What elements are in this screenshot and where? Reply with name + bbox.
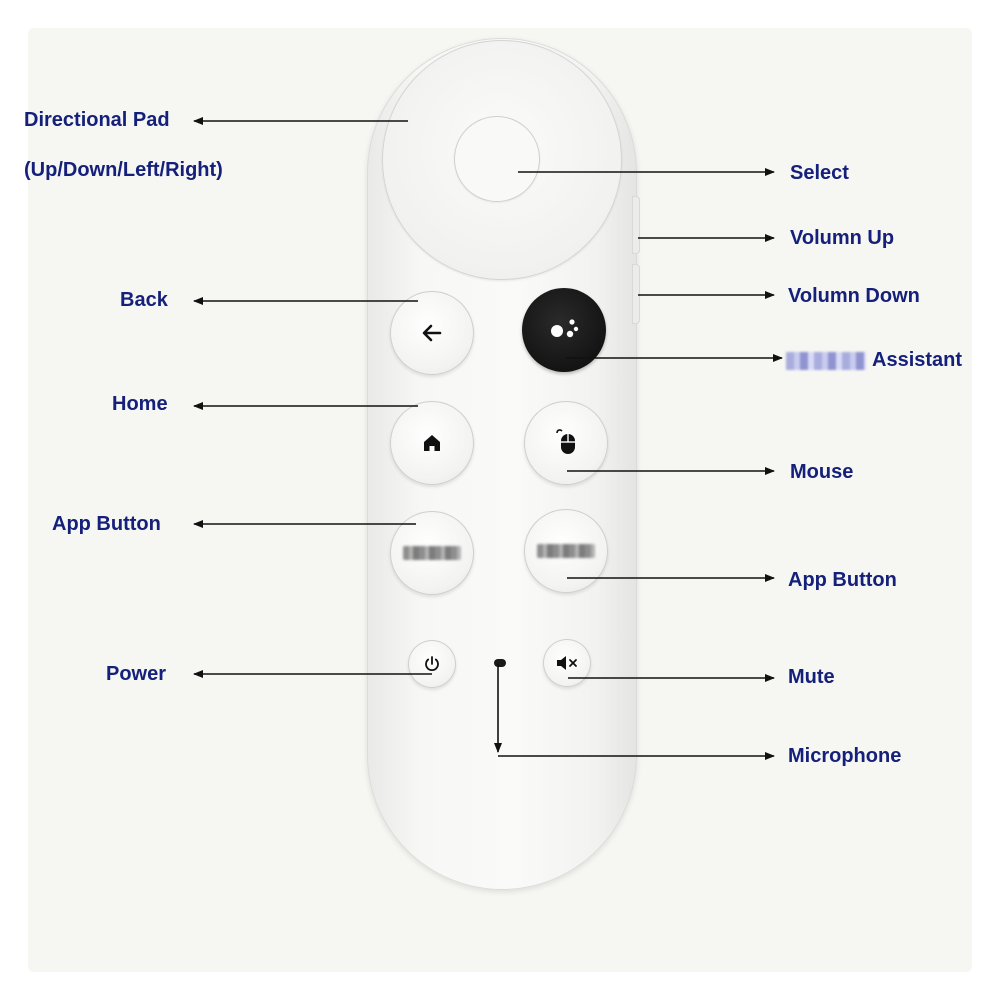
select-button[interactable]: [454, 116, 540, 202]
back-button[interactable]: [390, 291, 474, 375]
label-power: Power: [106, 663, 167, 685]
label-app-button-left: App Button: [52, 513, 161, 535]
label-app-button-right: App Button: [788, 569, 897, 591]
app-button-right[interactable]: [524, 509, 608, 593]
arrow-left-icon: [422, 324, 442, 342]
label-assistant-wrap: Assistant: [786, 348, 962, 372]
label-directional-pad: Directional Pad: [24, 109, 170, 131]
label-volume-down: Volumn Down: [788, 285, 920, 307]
microphone-hole: [494, 659, 506, 667]
volume-up-side-key[interactable]: [632, 196, 640, 254]
brand-name-redacted: [786, 351, 866, 370]
label-microphone: Microphone: [788, 745, 902, 767]
label-home: Home: [112, 393, 168, 415]
label-assistant: Assistant: [872, 349, 963, 371]
label-back: Back: [120, 289, 168, 311]
mouse-icon: [556, 429, 575, 454]
label-volume-up: Volumn Up: [790, 227, 895, 249]
app-logo-redacted: [403, 546, 461, 560]
app-logo-redacted: [537, 544, 595, 558]
mouse-button[interactable]: [524, 401, 608, 485]
app-button-left[interactable]: [390, 511, 474, 595]
assistant-dots-icon: [551, 319, 579, 338]
label-mouse: Mouse: [790, 461, 854, 483]
label-select: Select: [790, 162, 849, 184]
house-icon: [424, 435, 440, 451]
mute-button[interactable]: [543, 639, 591, 687]
volume-down-side-key[interactable]: [632, 264, 640, 324]
assistant-button[interactable]: [522, 288, 606, 372]
power-icon: [425, 656, 439, 671]
power-button[interactable]: [408, 640, 456, 688]
speaker-mute-icon: [557, 656, 577, 670]
label-directional-pad-sub: (Up/Down/Left/Right): [24, 159, 223, 181]
home-button[interactable]: [390, 401, 474, 485]
label-mute: Mute: [788, 666, 835, 688]
